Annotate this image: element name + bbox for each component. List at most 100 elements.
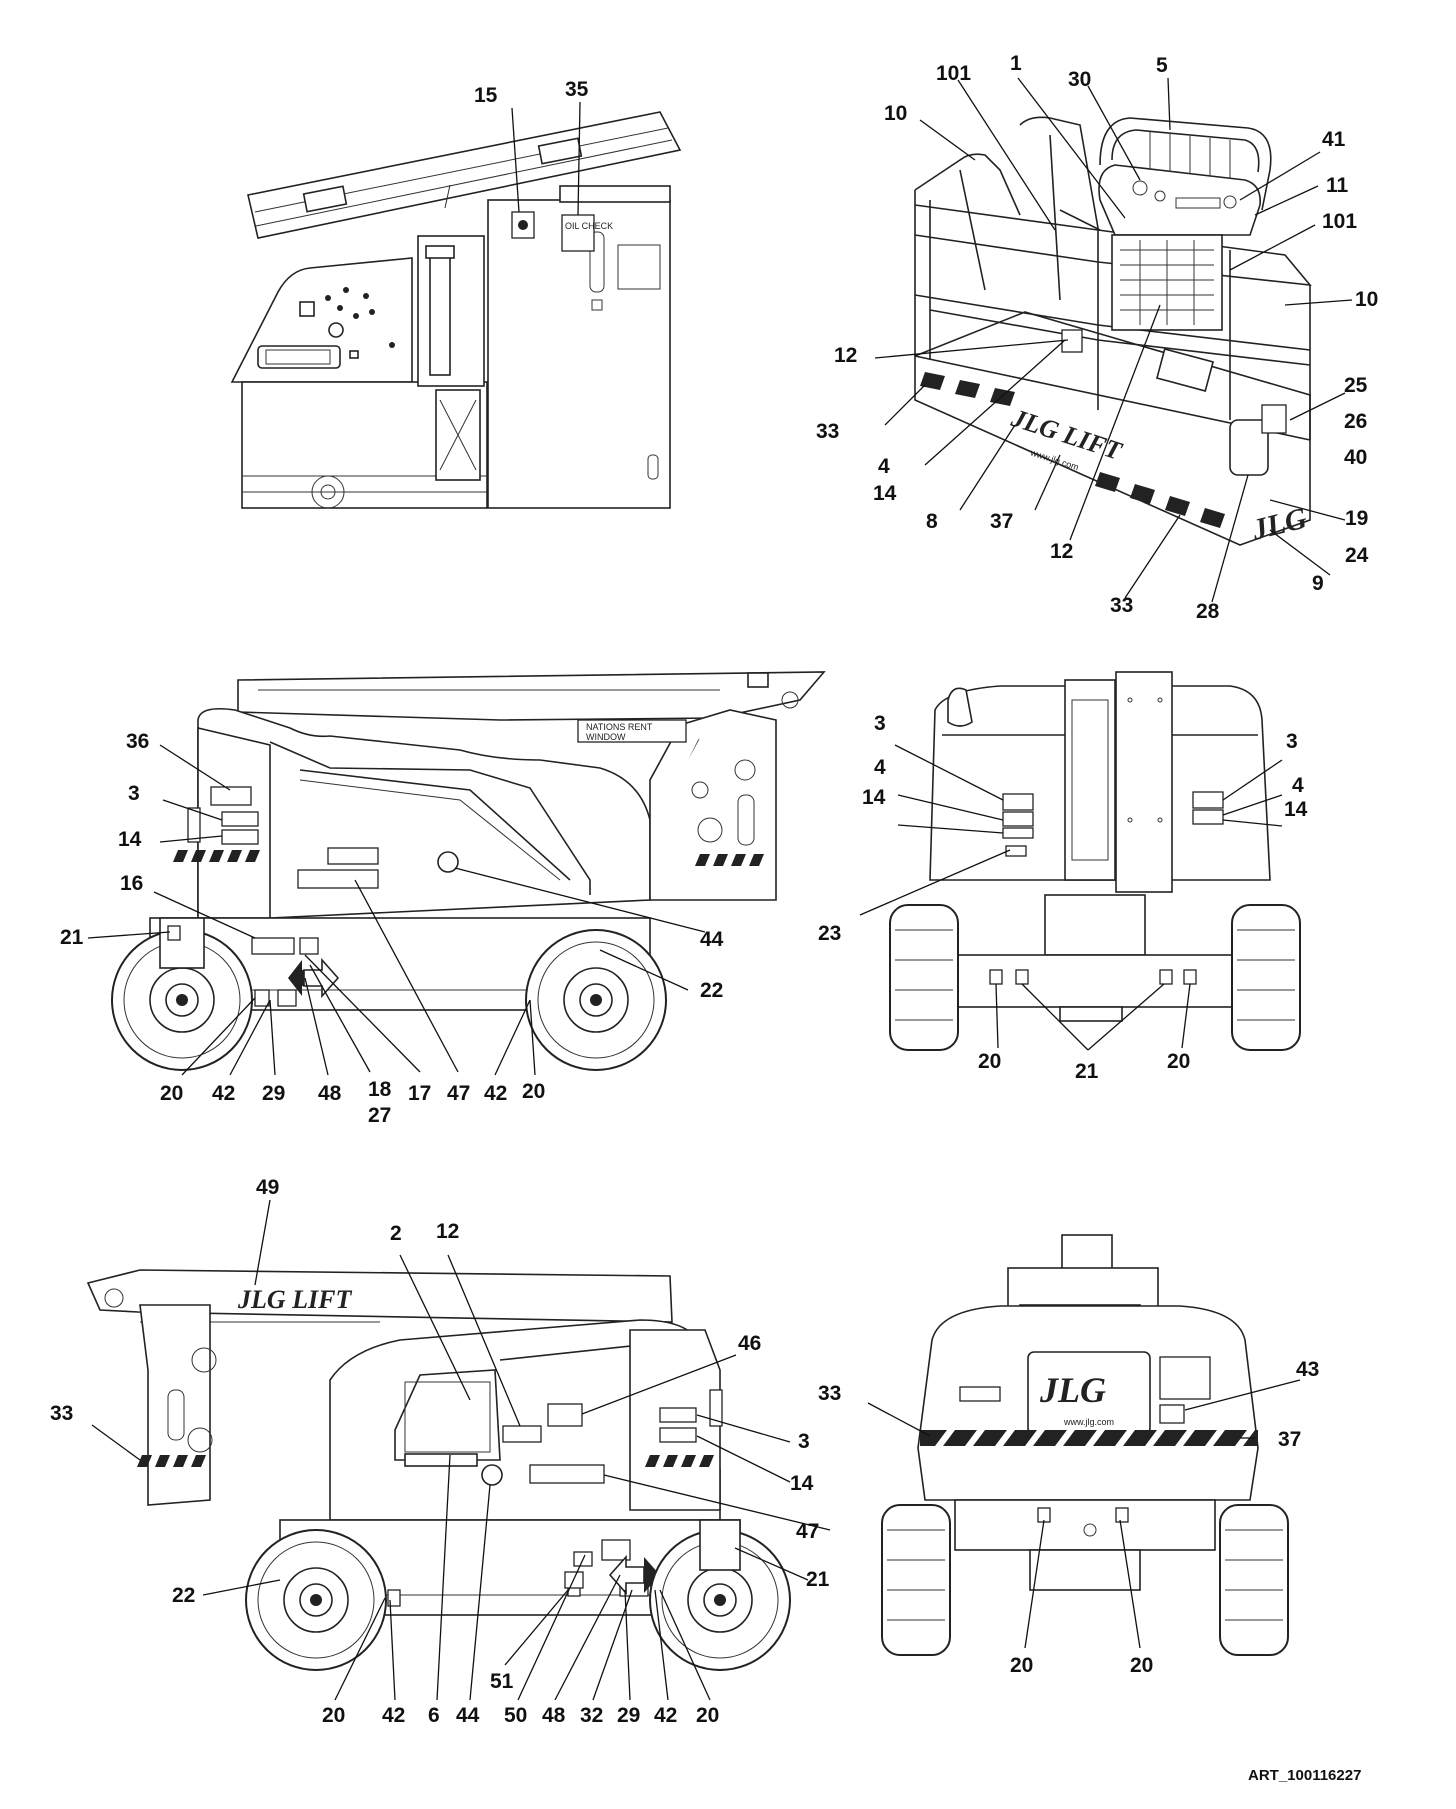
- callout-24: 24: [1345, 544, 1369, 567]
- boom-logo: JLG LIFT: [237, 1285, 353, 1314]
- callout-21c: 21: [806, 1568, 830, 1591]
- hazard-stripe-left: [137, 1455, 206, 1467]
- callout-11: 11: [1326, 174, 1349, 197]
- svg-text:OIL CHECK: OIL CHECK: [565, 221, 613, 231]
- wheel-rear: [111, 929, 253, 1071]
- hazard-stripe-rear: [173, 850, 764, 866]
- callout-20g: 20: [1010, 1654, 1033, 1677]
- callout-20h: 20: [1130, 1654, 1153, 1677]
- callout-29a: 29: [262, 1082, 285, 1105]
- callout-14b: 14: [118, 828, 142, 851]
- control-box-vent: [1120, 240, 1214, 325]
- callout-29b: 29: [617, 1704, 640, 1727]
- window-text: WINDOW: [586, 732, 626, 742]
- callout-42c: 42: [382, 1704, 405, 1727]
- hazard-stripe-right: [645, 1455, 714, 1467]
- callout-2: 2: [390, 1222, 402, 1245]
- callout-26: 26: [1344, 410, 1367, 433]
- callout-33a: 33: [816, 420, 839, 443]
- callout-8: 8: [926, 510, 938, 533]
- callout-4c: 4: [1292, 774, 1304, 797]
- leader-lines: [87, 77, 1353, 1701]
- callout-35: 35: [565, 78, 589, 101]
- middle-left-view: NATIONS RENT WINDOW: [111, 671, 826, 1071]
- callout-15: 15: [474, 84, 498, 107]
- callout-3b: 3: [874, 712, 886, 735]
- callout-44a: 44: [700, 928, 724, 951]
- callout-14d: 14: [1284, 798, 1308, 821]
- tires-middle-right: [889, 904, 1301, 1051]
- nations-rent-decal: NATIONS RENT WINDOW: [577, 719, 687, 743]
- wheel-front: [525, 929, 667, 1071]
- upper-left-view: OIL CHECK: [230, 111, 682, 509]
- callout-20a: 20: [160, 1082, 183, 1105]
- callout-22b: 22: [172, 1584, 195, 1607]
- callout-6: 6: [428, 1704, 440, 1727]
- callout-21b: 21: [1075, 1060, 1099, 1083]
- callout-30: 30: [1068, 68, 1091, 91]
- decals-bottom-left-counterweight: [659, 1389, 723, 1443]
- callout-27: 27: [368, 1104, 391, 1127]
- callout-4b: 4: [874, 756, 886, 779]
- callout-20d: 20: [1167, 1050, 1190, 1073]
- callout-20e: 20: [322, 1704, 345, 1727]
- callout-43: 43: [1296, 1358, 1319, 1381]
- callout-37b: 37: [1278, 1428, 1301, 1451]
- hazard-stripe-rear-bumper: [920, 1430, 1258, 1446]
- control-box-grid: [1149, 132, 1231, 178]
- callout-10a: 10: [884, 102, 907, 125]
- callout-101a: 101: [936, 62, 971, 85]
- callout-3d: 3: [798, 1430, 810, 1453]
- rear-url-text: www.jlg.com: [1063, 1417, 1114, 1427]
- art-number: ART_100116227: [1248, 1767, 1361, 1784]
- callout-20c: 20: [978, 1050, 1001, 1073]
- callout-50: 50: [504, 1704, 527, 1727]
- callout-14e: 14: [790, 1472, 814, 1495]
- nations-rent-text: NATIONS RENT: [586, 722, 653, 732]
- callout-42d: 42: [654, 1704, 677, 1727]
- callout-25: 25: [1344, 374, 1368, 397]
- callout-46: 46: [738, 1332, 761, 1355]
- callout-16: 16: [120, 872, 143, 895]
- callout-47b: 47: [796, 1520, 819, 1543]
- callout-21a: 21: [60, 926, 84, 949]
- decals-middle-left-counterweight: [187, 786, 259, 845]
- hazard-stripe-front: [920, 372, 1225, 528]
- callout-3a: 3: [128, 782, 140, 805]
- callout-1: 1: [1010, 52, 1022, 75]
- callout-33b: 33: [1110, 594, 1133, 617]
- callout-22a: 22: [700, 979, 723, 1002]
- tires-bottom-right: [881, 1504, 1289, 1656]
- callout-23: 23: [818, 922, 841, 945]
- bottom-right-view: JLG www.jlg.com: [881, 1234, 1289, 1656]
- callout-33d: 33: [818, 1382, 841, 1405]
- callout-12b: 12: [1050, 540, 1073, 563]
- callout-48a: 48: [318, 1082, 342, 1105]
- middle-right-view: [889, 671, 1301, 1051]
- callout-28: 28: [1196, 600, 1220, 623]
- callout-9: 9: [1312, 572, 1324, 595]
- callout-36: 36: [126, 730, 149, 753]
- callout-10b: 10: [1355, 288, 1378, 311]
- callout-40: 40: [1344, 446, 1367, 469]
- callout-37a: 37: [990, 510, 1013, 533]
- callout-4a: 4: [878, 455, 890, 478]
- callout-41: 41: [1322, 128, 1346, 151]
- callout-49: 49: [256, 1176, 279, 1199]
- callout-5: 5: [1156, 54, 1168, 77]
- callout-51: 51: [490, 1670, 514, 1693]
- callout-44b: 44: [456, 1704, 480, 1727]
- callout-101b: 101: [1322, 210, 1357, 233]
- callout-48b: 48: [542, 1704, 566, 1727]
- callout-32: 32: [580, 1704, 603, 1727]
- callout-20f: 20: [696, 1704, 719, 1727]
- callout-20b: 20: [522, 1080, 545, 1103]
- wheel-bottom-left: [245, 1529, 387, 1671]
- callout-17: 17: [408, 1082, 431, 1105]
- callout-19: 19: [1345, 507, 1368, 530]
- callout-12a: 12: [834, 344, 857, 367]
- callout-14c: 14: [862, 786, 886, 809]
- callout-42b: 42: [484, 1082, 507, 1105]
- callout-3c: 3: [1286, 730, 1298, 753]
